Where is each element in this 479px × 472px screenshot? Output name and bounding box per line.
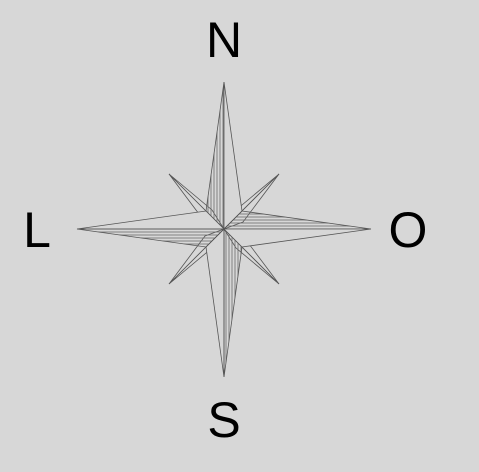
south-point-light-half (206, 229, 224, 377)
south-label: S (207, 392, 240, 448)
east-label: O (389, 202, 428, 258)
west-point-shaded-half (77, 229, 224, 247)
west-label: L (23, 202, 51, 258)
west-point-light-half (77, 211, 224, 229)
north-point-shaded-half (206, 82, 224, 229)
east-point-light-half (224, 229, 371, 247)
north-point-light-half (224, 82, 242, 229)
east-point-shaded-half (224, 211, 371, 229)
cardinal-points (77, 82, 371, 377)
north-label: N (206, 12, 242, 68)
south-point-shaded-half (224, 229, 242, 377)
